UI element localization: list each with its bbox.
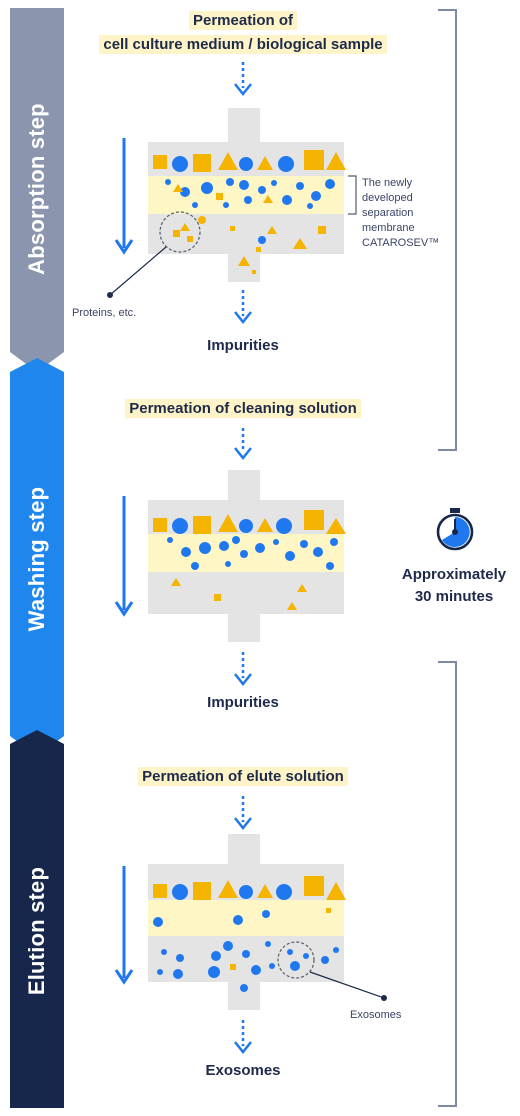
absorption-input-line-2: cell culture medium / biological sample: [68, 35, 418, 54]
washing-step-ribbon: [10, 358, 64, 756]
elution-input-label: Permeation of elute solution: [103, 767, 383, 786]
washing-step-label: Washing step: [24, 486, 49, 632]
elution-output-label: Exosomes: [205, 1062, 281, 1079]
elution-step-ribbon: [10, 730, 64, 1108]
absorption-panel: [107, 62, 357, 325]
washing-input-label: Permeation of cleaning solution: [88, 399, 398, 418]
elution-step-label: Elution step: [24, 866, 49, 996]
washing-panel: [114, 428, 346, 687]
timer-label: Approximately 30 minutes: [401, 566, 507, 605]
membrane-label: The newly developed separation membrane …: [362, 177, 440, 249]
bottom-bracket: [438, 661, 457, 1107]
proteins-annotation: Proteins, etc.: [72, 307, 137, 319]
absorption-step-ribbon: [10, 8, 64, 372]
washing-output-label: Impurities: [207, 694, 279, 711]
top-bracket: [438, 9, 457, 451]
exosomes-annotation: Exosomes: [350, 1009, 402, 1021]
absorption-step-label: Absorption step: [24, 103, 49, 275]
absorption-output-label: Impurities: [207, 337, 279, 354]
absorption-input-line-1: Permeation of: [130, 11, 356, 30]
elution-panel: [114, 796, 387, 1055]
